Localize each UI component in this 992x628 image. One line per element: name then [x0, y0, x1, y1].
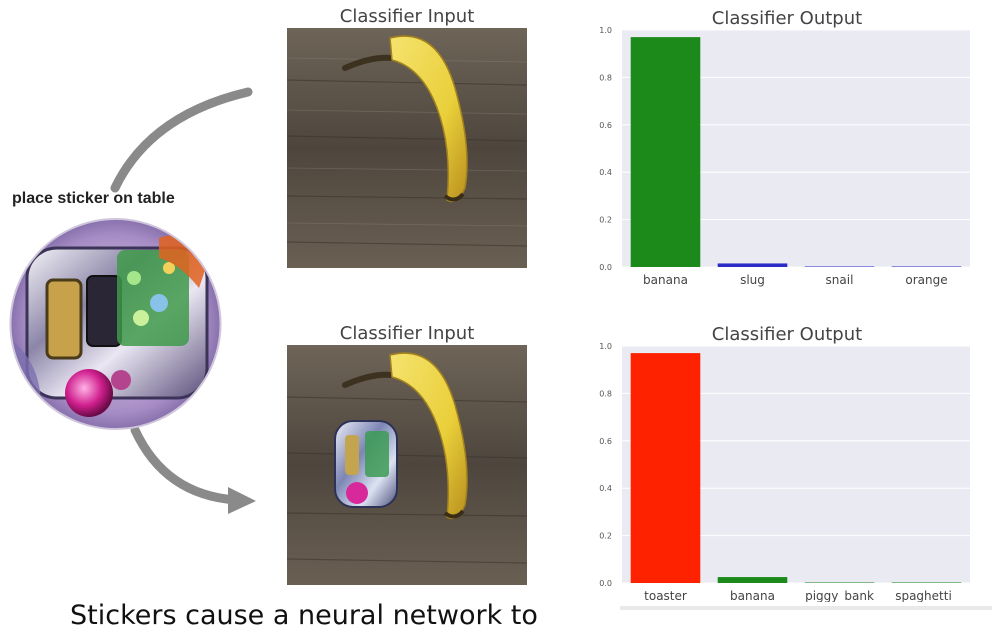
bottom-chart-xtick-label: toaster — [644, 589, 687, 603]
bottom-input-photo — [287, 345, 527, 585]
top-chart-xtick-label: slug — [740, 273, 765, 287]
bottom-chart-xtick-label: spaghetti_ — [895, 589, 959, 603]
bottom-chart-bar-piggy_bank — [804, 582, 875, 583]
bottom-chart-xtick-label: piggy_bank — [805, 589, 874, 603]
bottom-chart-bar-banana — [717, 577, 788, 583]
bottom-chart-bar-toaster — [630, 353, 701, 583]
top-chart-ytick-label: 0.6 — [599, 121, 612, 130]
bottom-chart-ytick-label: 0.0 — [599, 579, 612, 588]
top-chart-ytick-label: 0.4 — [599, 168, 612, 177]
bottom-output-title: Classifier Output — [712, 324, 862, 345]
top-output-chart: Classifier Output 0.0 0.2 0.4 0.6 0.8 1.0 bana… — [599, 8, 970, 287]
bottom-output-chart: Classifier Output 0.0 0.2 0.4 0.6 0.8 1.0 toas… — [599, 324, 970, 603]
bottom-input-title: Classifier Input — [339, 323, 475, 344]
top-chart-ytick-label: 0.2 — [599, 216, 612, 225]
top-chart-bar-snail — [804, 266, 875, 267]
top-input-photo — [287, 28, 527, 268]
caption-overlay — [620, 602, 992, 628]
top-chart-ytick-label: 0.0 — [599, 263, 612, 272]
top-output-title: Classifier Output — [712, 8, 862, 29]
top-chart-bar-slug — [717, 263, 788, 267]
top-chart-ytick-label: 0.8 — [599, 73, 612, 82]
bottom-chart-xtick-label: banana — [730, 589, 775, 603]
slide-caption: Stickers cause a neural network to — [70, 600, 538, 628]
bottom-chart-ytick-label: 0.6 — [599, 437, 612, 446]
top-input-title: Classifier Input — [339, 6, 475, 27]
top-chart-bar-orange — [891, 266, 962, 267]
top-chart-bar-banana — [630, 37, 701, 267]
bottom-chart-bar-spaghetti_ — [891, 582, 962, 583]
bottom-chart-ytick-label: 1.0 — [599, 342, 612, 351]
top-chart-ytick-label: 1.0 — [599, 26, 612, 35]
adversarial-sticker — [9, 218, 222, 430]
bottom-chart-ytick-label: 0.2 — [599, 532, 612, 541]
top-chart-xtick-label: banana — [643, 273, 688, 287]
top-chart-xtick-label: snail — [826, 273, 854, 287]
bottom-chart-ytick-label: 0.8 — [599, 389, 612, 398]
top-chart-xtick-label: orange — [905, 273, 947, 287]
sticker-label: place sticker on table — [12, 190, 175, 207]
bottom-chart-ytick-label: 0.4 — [599, 484, 612, 493]
